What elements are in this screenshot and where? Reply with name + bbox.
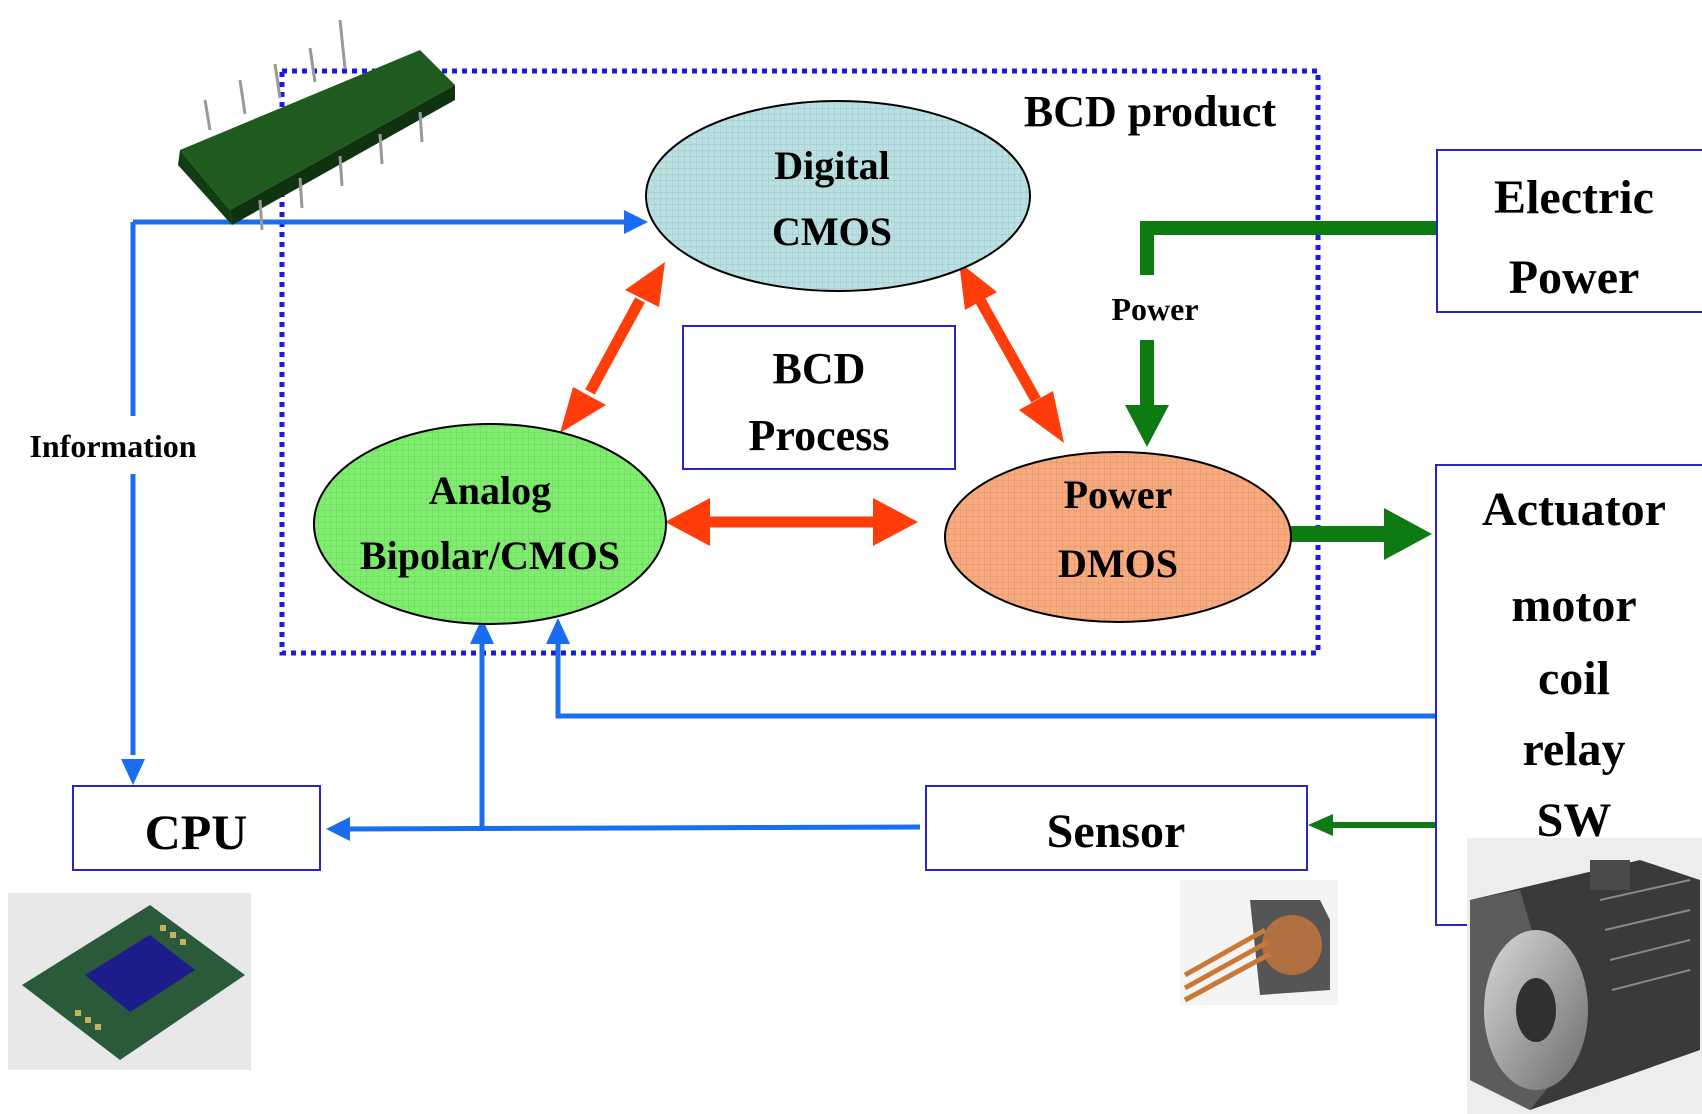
actuator-item-motor: motor (1511, 579, 1636, 632)
bcd-product-boundary (279, 68, 1321, 656)
analog-line2: Bipolar/CMOS (360, 533, 620, 578)
sensor-label: Sensor (1047, 805, 1186, 858)
power-dmos-block: Power DMOS (944, 451, 1292, 623)
process-arrowheads (560, 262, 1064, 546)
actuator-item-coil: coil (1538, 652, 1610, 705)
cpu-box: CPU (72, 785, 321, 871)
sensor-icon (1180, 880, 1338, 1005)
cpu-label: CPU (145, 804, 248, 860)
power-signal-label: Power (1111, 291, 1198, 327)
power-arrowheads (1125, 405, 1432, 836)
information-label: Information (29, 428, 196, 464)
power-line2: DMOS (1058, 541, 1178, 586)
information-lines (130, 219, 1438, 832)
power-line1: Power (1064, 472, 1173, 517)
process-line1: BCD (773, 344, 866, 393)
motor-icon (1467, 838, 1702, 1114)
analog-block: Analog Bipolar/CMOS (313, 423, 667, 625)
power-lines (1140, 221, 1437, 828)
actuator-item-relay: relay (1522, 723, 1625, 776)
digital-line2: CMOS (772, 209, 892, 254)
cpu-chip-icon (8, 893, 251, 1070)
actuator-title: Actuator (1482, 483, 1666, 536)
process-arrows (585, 297, 1041, 528)
information-arrowheads (121, 210, 648, 841)
digital-cmos-block: Digital CMOS (645, 100, 1031, 292)
electric-power-box: Electric Power (1436, 149, 1702, 313)
analog-line1: Analog (429, 468, 551, 513)
digital-line1: Digital (774, 143, 890, 188)
bcd-product-label: BCD product (1024, 87, 1277, 136)
sensor-box: Sensor (925, 785, 1308, 871)
electric-line2: Power (1509, 251, 1640, 304)
electric-line1: Electric (1494, 171, 1654, 224)
power-module-icon (178, 19, 455, 231)
bcd-process-box: BCD Process (682, 325, 956, 470)
process-line2: Process (749, 411, 890, 460)
